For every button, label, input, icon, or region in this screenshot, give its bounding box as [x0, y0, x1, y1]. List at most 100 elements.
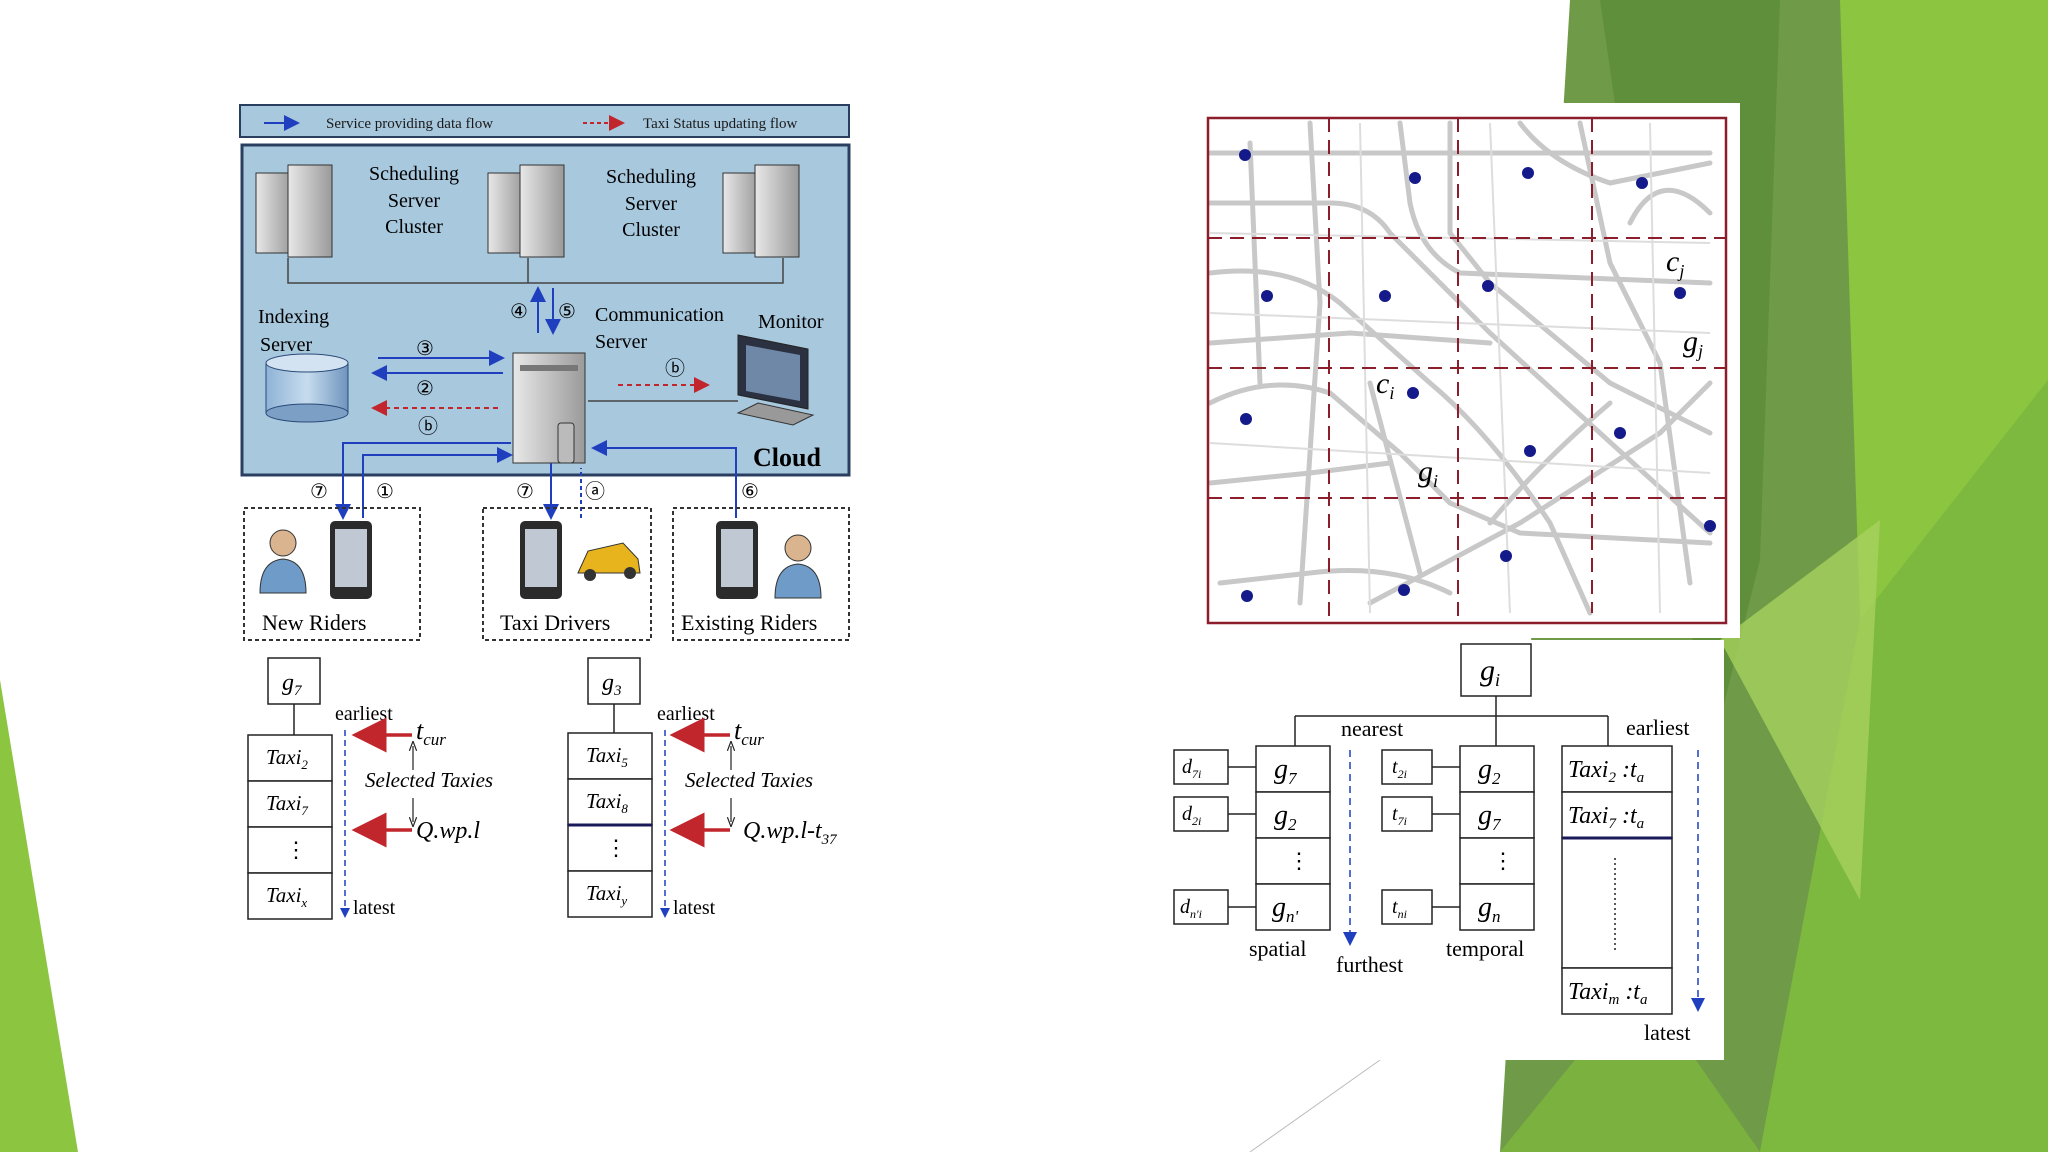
- list-g7-earliest: earliest: [335, 703, 393, 725]
- spatial-row-value: ⋮: [1288, 848, 1310, 873]
- grid-index-tree-diagram: gi nearest earliest g7 g2 ⋮ gn' d7i d2i …: [1168, 640, 1724, 1060]
- cluster1-label: Scheduling: [369, 163, 459, 185]
- grid-center-dot: [1704, 520, 1716, 532]
- list-g3-row: Taxi5: [586, 743, 628, 770]
- grid-center-dot: [1239, 149, 1251, 161]
- cluster2-label: Server: [625, 193, 678, 215]
- indexing-server-label: Indexing: [258, 306, 329, 328]
- taxi-row: Taxim :ta: [1568, 979, 1647, 1008]
- taxi-row: Taxi7 :ta: [1568, 803, 1644, 832]
- grid-center-dot: [1261, 290, 1273, 302]
- temporal-row-value: ⋮: [1492, 848, 1514, 873]
- new-riders-label: New Riders: [262, 610, 366, 635]
- step-7-marker: ⑦: [310, 481, 328, 503]
- grid-center-dot: [1240, 413, 1252, 425]
- list-g7-row: ⋮: [285, 837, 307, 862]
- temporal-row-key: t2i: [1392, 756, 1407, 781]
- thin-line: [1249, 1059, 1381, 1152]
- taxi-row: Taxi2 :ta: [1568, 757, 1644, 786]
- step-5-marker: ⑤: [558, 301, 576, 323]
- tree-latest-label: latest: [1644, 1020, 1690, 1045]
- taxi-lists-diagram: g7 Taxi2 Taxi7 ⋮ Taxix earliest latest t…: [247, 657, 838, 920]
- tree-nearest-label: nearest: [1341, 716, 1403, 741]
- temporal-label: temporal: [1446, 936, 1524, 961]
- scheduling-server-cluster-icon: [255, 164, 333, 258]
- grid-gi-label: gi: [1418, 455, 1438, 491]
- step-6-marker: ⑥: [741, 481, 759, 503]
- cluster2-label: Cluster: [622, 219, 680, 241]
- step-4-marker: ④: [510, 301, 528, 323]
- grid-map-diagram: ci cj gi gj: [1190, 103, 1740, 638]
- monitor-icon: [736, 334, 815, 426]
- list-g7-head: g7: [282, 670, 303, 699]
- step-b-marker: ⓑ: [418, 415, 438, 438]
- step-3-marker: ③: [416, 338, 434, 360]
- list-g3-head: g3: [602, 670, 622, 699]
- grid-center-dot: [1522, 167, 1534, 179]
- cloud-label: Cloud: [753, 443, 821, 472]
- grid-center-dot: [1379, 290, 1391, 302]
- spatial-label: spatial: [1249, 936, 1306, 961]
- step-2-marker: ②: [416, 378, 434, 400]
- list-g3-query: Q.wp.l-t37: [743, 818, 838, 848]
- temporal-row-value: g7: [1478, 800, 1502, 834]
- grid-center-dot: [1241, 590, 1253, 602]
- spatial-row-value: g2: [1274, 800, 1297, 834]
- grid-center-dot: [1636, 177, 1648, 189]
- legend-service-flow: Service providing data flow: [326, 116, 493, 132]
- grid-center-dot: [1409, 172, 1421, 184]
- list-g7-latest: latest: [353, 897, 396, 919]
- grid-center-dot: [1614, 427, 1626, 439]
- step-a-marker: ⓐ: [585, 480, 605, 503]
- tree-root: gi: [1480, 654, 1500, 690]
- list-g3-row: Taxi8: [586, 789, 628, 816]
- list-g7-tcur: tcur: [416, 716, 446, 749]
- step-b-marker-2: ⓑ: [665, 357, 685, 380]
- smartphone-icon: [520, 521, 562, 599]
- tree-furthest-label: furthest: [1336, 952, 1403, 977]
- monitor-label: Monitor: [758, 311, 824, 333]
- list-g3-latest: latest: [673, 897, 716, 919]
- database-icon: [265, 353, 349, 423]
- spatial-row-value: gn': [1272, 892, 1299, 926]
- cluster1-label: Server: [388, 190, 441, 212]
- spatial-row-key: d2i: [1182, 803, 1201, 828]
- right-lightest-shape: [1720, 520, 1880, 900]
- list-g7-query: Q.wp.l: [416, 818, 480, 844]
- list-g3-earliest: earliest: [657, 703, 715, 725]
- communication-server-label: Server: [595, 331, 648, 353]
- list-g7-row: Taxix: [266, 883, 307, 910]
- person-icon: [774, 534, 822, 599]
- grid-center-dot: [1407, 387, 1419, 399]
- existing-riders-label: Existing Riders: [681, 610, 817, 635]
- step-1-marker: ①: [376, 481, 394, 503]
- smartphone-icon: [716, 521, 758, 599]
- list-g3-row: Taxiy: [586, 881, 627, 908]
- taxi-car-icon: [577, 542, 641, 581]
- scheduling-server-cluster-icon: [722, 164, 800, 258]
- scheduling-server-cluster-icon: [487, 164, 565, 258]
- smartphone-icon: [330, 521, 372, 599]
- grid-center-dot: [1398, 584, 1410, 596]
- left-green-wedge: [0, 680, 78, 1152]
- list-g7-row: Taxi7: [266, 791, 308, 818]
- cell-center-ci-label: ci: [1376, 367, 1394, 403]
- temporal-row-value: gn: [1478, 892, 1501, 926]
- list-g3-selected: Selected Taxies: [685, 768, 813, 792]
- temporal-row-value: g2: [1478, 754, 1501, 788]
- spatial-row-value: g7: [1274, 754, 1298, 788]
- list-g3-tcur: tcur: [734, 716, 764, 749]
- grid-center-dot: [1482, 280, 1494, 292]
- step-7-marker-2: ⑦: [516, 481, 534, 503]
- cell-center-cj-label: cj: [1666, 245, 1684, 281]
- tree-earliest-label: earliest: [1626, 715, 1690, 740]
- list-g7-row: Taxi2: [266, 745, 308, 772]
- grid-center-dot: [1500, 550, 1512, 562]
- taxi-drivers-label: Taxi Drivers: [500, 610, 610, 635]
- right-bottom-shape: [1500, 980, 1760, 1152]
- list-g7-selected: Selected Taxies: [365, 768, 493, 792]
- temporal-row-key: t7i: [1392, 803, 1407, 828]
- spatial-row-key: d7i: [1182, 756, 1201, 781]
- grid-gj-label: gj: [1683, 325, 1703, 361]
- spatial-row-key: dn'i: [1180, 896, 1202, 921]
